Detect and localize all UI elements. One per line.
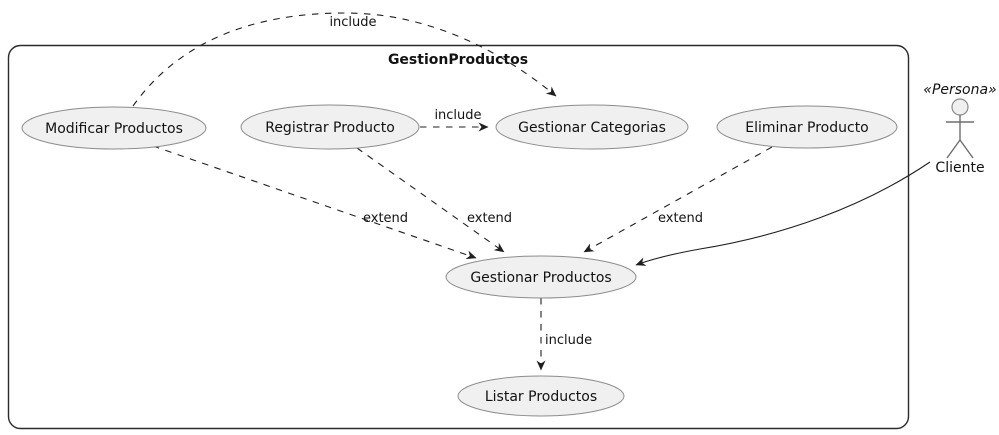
edge-label-include-horizontal: include [434, 108, 481, 123]
edge-label-extend-eliminar: extend [658, 211, 703, 226]
usecase-listar-productos: Listar Productos [457, 375, 625, 417]
usecase-registrar-producto-shape [240, 104, 420, 150]
edge-labels: include include extend extend extend inc… [329, 15, 703, 348]
edge-extend-modificar-gestionar [152, 145, 477, 260]
frame-title: GestionProductos [388, 52, 528, 68]
edge-extend-eliminar-gestionar [583, 146, 773, 253]
usecase-gestionar-categorias-label: Gestionar Categorias [518, 120, 666, 136]
actor-stereotype: «Persona» [923, 82, 996, 98]
usecase-listar-productos-shape [457, 375, 625, 417]
actor-cliente: «Persona» Cliente [923, 82, 996, 176]
usecase-gestionar-categorias: Gestionar Categorias [495, 104, 689, 150]
actor-head-icon [951, 98, 969, 116]
actor-left-leg-icon [946, 139, 961, 159]
edge-cliente-gestionar [635, 161, 931, 266]
actor-right-leg-icon [959, 139, 974, 159]
usecase-registrar-producto: Registrar Producto [240, 104, 420, 150]
usecase-gestionar-productos-label: Gestionar Productos [470, 270, 611, 286]
edge-extend-registrar-gestionar [356, 147, 505, 253]
usecase-modificar-productos-label: Modificar Productos [45, 121, 183, 137]
usecase-registrar-producto-label: Registrar Producto [265, 120, 395, 136]
usecase-eliminar-producto-shape [716, 105, 898, 149]
system-frame [7, 44, 910, 430]
edge-label-extend-modificar: extend [363, 211, 408, 226]
edges [132, 12, 931, 371]
usecase-listar-productos-label: Listar Productos [485, 389, 597, 405]
edge-label-include-bottom: include [545, 333, 592, 348]
usecase-gestionar-categorias-shape [495, 104, 689, 150]
usecase-gestionar-productos: Gestionar Productos [445, 255, 637, 299]
usecase-gestionar-productos-shape [445, 255, 637, 299]
usecase-eliminar-producto-label: Eliminar Producto [745, 120, 869, 136]
usecase-modificar-productos: Modificar Productos [21, 106, 207, 150]
actor-name: Cliente [935, 160, 984, 176]
usecase-modificar-productos-shape [21, 106, 207, 150]
edge-label-extend-registrar: extend [467, 211, 512, 226]
edge-label-include-top: include [329, 15, 376, 30]
usecase-eliminar-producto: Eliminar Producto [716, 105, 898, 149]
